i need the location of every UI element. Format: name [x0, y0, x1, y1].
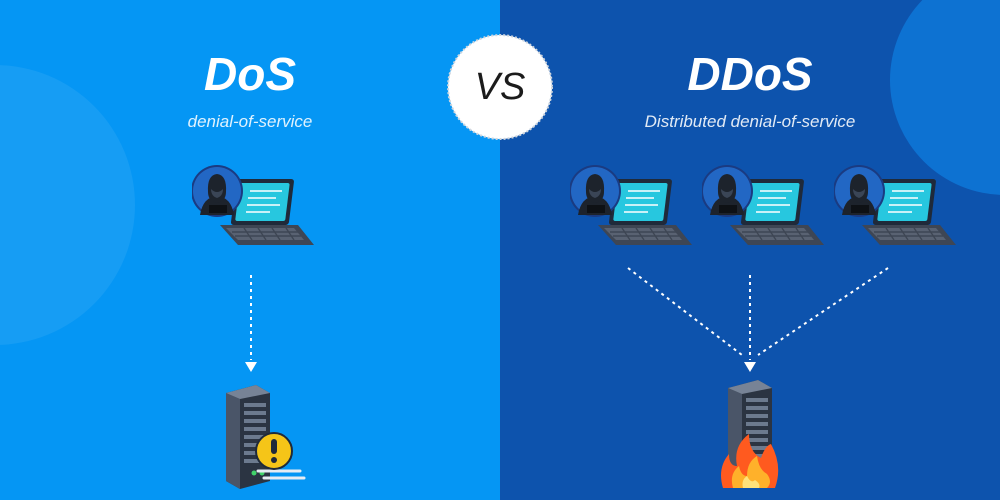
ddos-arrow-line-right [757, 267, 889, 356]
dos-title: DoS [204, 48, 296, 100]
attacker-laptop-icon [834, 165, 957, 246]
attacker-laptop-icon [570, 165, 693, 246]
dos-subtitle: denial-of-service [187, 112, 313, 131]
vs-badge: VS [447, 34, 553, 140]
server-fire-icon [721, 380, 779, 488]
attacker-laptop-icon [192, 165, 315, 246]
server-warning-icon [226, 385, 306, 489]
ddos-arrow-line-left [627, 267, 743, 356]
ddos-title: DDoS [687, 48, 813, 100]
attacker-laptop-icon [702, 165, 825, 246]
vs-label: VS [474, 66, 526, 108]
ddos-subtitle: Distributed denial-of-service [644, 112, 856, 131]
dos-arrow-head [245, 362, 257, 372]
vs-badge-circle-icon [447, 34, 553, 140]
ddos-arrow-head [744, 362, 756, 372]
